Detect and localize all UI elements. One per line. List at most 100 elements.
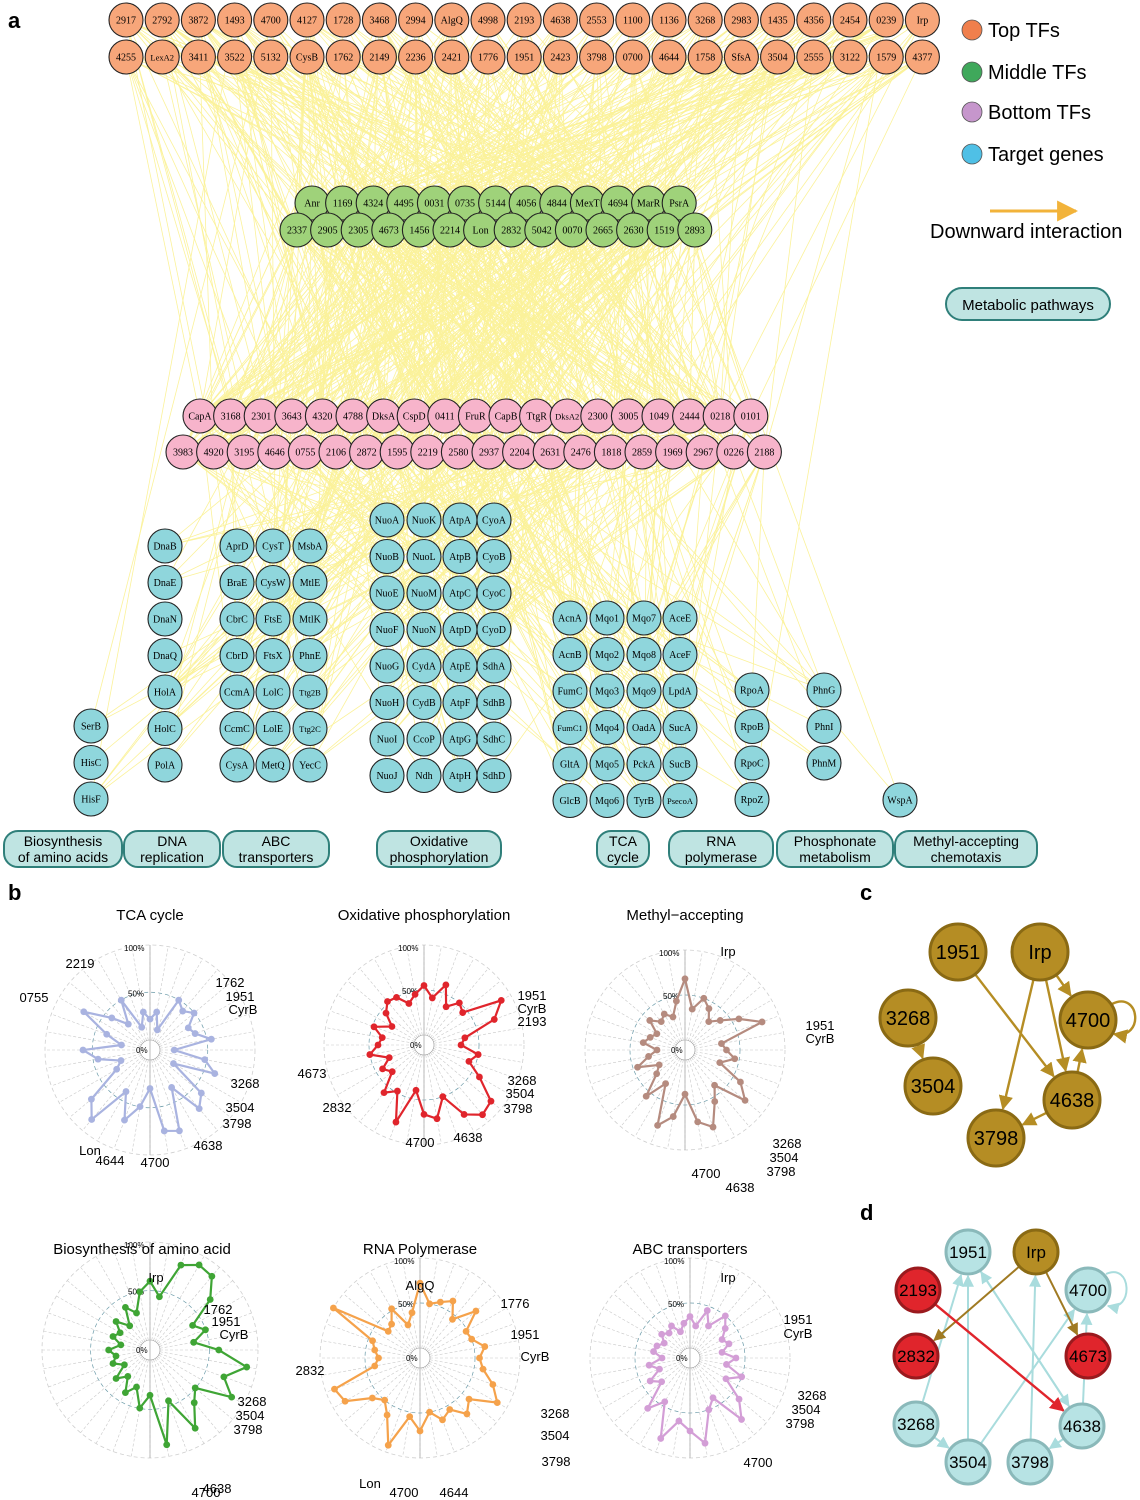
interaction-edge xyxy=(164,415,537,729)
top-tf-node: 1579 xyxy=(868,39,904,75)
graph-c-node: Irp xyxy=(1010,922,1070,982)
radar-spoke xyxy=(154,1058,203,1142)
radar-point xyxy=(243,1363,251,1371)
top-tf-node-label: 3872 xyxy=(188,16,208,27)
radar-spoke xyxy=(431,980,501,1039)
radar-spoke xyxy=(373,1053,420,1132)
bottom-tf-node: 2106 xyxy=(318,434,354,470)
radar-spoke xyxy=(639,1271,686,1350)
radar-point xyxy=(146,1391,154,1399)
graph-edge xyxy=(1048,1437,1065,1450)
radar-point xyxy=(461,1034,469,1042)
target-gene-node-label: MetQ xyxy=(261,761,285,772)
graph-edge xyxy=(979,1269,1070,1407)
graph-c-node-label: 4700 xyxy=(1066,1010,1111,1032)
radar-label: 4644 xyxy=(96,1153,125,1168)
radar-spoke xyxy=(433,1048,519,1080)
interaction-edge xyxy=(272,202,466,547)
radar-point xyxy=(723,1046,730,1054)
radar-label: 3504 xyxy=(506,1086,535,1101)
radar-spoke xyxy=(159,1351,257,1370)
interaction-edge xyxy=(272,56,815,656)
pathway-label-line1: ABC xyxy=(262,833,291,849)
radar-spoke xyxy=(424,1366,471,1445)
radar-label: 3268 xyxy=(773,1136,802,1151)
interaction-edge xyxy=(125,19,461,740)
radar-point xyxy=(705,1322,712,1330)
target-gene-node-label: PckA xyxy=(633,760,656,771)
radar-point xyxy=(124,1020,132,1028)
interaction-edge xyxy=(234,56,435,204)
target-gene-node-label: SucA xyxy=(669,723,692,734)
radar-point xyxy=(370,1023,378,1031)
radar-point xyxy=(725,1340,733,1348)
target-gene-node: CcmC xyxy=(219,710,255,747)
radar-point xyxy=(177,1261,185,1269)
target-gene-node: NuoG xyxy=(369,648,405,684)
target-gene-node: AtpC xyxy=(442,575,478,611)
target-gene-node-label: FumC1 xyxy=(557,723,583,733)
radar-point xyxy=(653,1030,661,1038)
bottom-tf-node: 4320 xyxy=(304,398,340,434)
radar-spoke xyxy=(425,1054,442,1144)
radar-point xyxy=(113,1065,121,1073)
radar-spoke xyxy=(159,1053,249,1087)
radar-point xyxy=(476,1073,483,1081)
target-gene-node-label: AtpD xyxy=(449,625,471,636)
target-gene-node-label: LolE xyxy=(263,724,283,735)
radar-point xyxy=(476,1354,483,1362)
top-tf-node: 1435 xyxy=(760,2,796,38)
target-gene-node: GltA xyxy=(552,746,588,782)
radar-spoke xyxy=(423,1367,455,1453)
bottom-tf-node-label: 3983 xyxy=(173,448,193,459)
radar-point xyxy=(211,1070,219,1077)
bottom-tf-node: 4920 xyxy=(196,434,232,470)
radar-spoke xyxy=(688,1059,720,1145)
radar-point xyxy=(121,1116,128,1124)
radar-point xyxy=(653,1342,661,1350)
radar-label: 1762 xyxy=(204,1302,233,1317)
radar-point xyxy=(426,1300,433,1308)
target-gene-node: Ndh xyxy=(406,757,442,794)
interaction-edge xyxy=(541,229,681,765)
radar-point xyxy=(206,1296,214,1303)
middle-tf-node: 2630 xyxy=(616,212,652,248)
legend-target-label: Target genes xyxy=(988,144,1104,166)
radar-point xyxy=(455,999,463,1007)
radar-point xyxy=(680,1319,688,1327)
bottom-tf-node-label: 3005 xyxy=(618,412,638,423)
radar-point xyxy=(668,1322,675,1330)
radar-point xyxy=(426,1408,433,1416)
top-tf-node: 4700 xyxy=(253,2,289,38)
radar-point xyxy=(371,1346,379,1354)
pathway-label-line1: Biosynthesis xyxy=(24,833,103,849)
bottom-tf-node: 2219 xyxy=(410,434,446,470)
target-gene-node: PhnE xyxy=(292,637,328,674)
radar-point xyxy=(490,1016,498,1023)
target-gene-node: PhnM xyxy=(806,745,842,781)
radar-spoke xyxy=(694,1271,741,1350)
interaction-edge xyxy=(234,56,367,453)
target-gene-node-label: PhnI xyxy=(815,722,834,733)
target-gene-node: AtpD xyxy=(442,611,478,648)
radar-point xyxy=(718,1040,725,1047)
radar-ring-label: 0% xyxy=(671,1046,683,1055)
bottom-tf-node-label: 2188 xyxy=(754,448,774,459)
radar-chart: ABC transporters100%50%0%Irp1951CyrB3268… xyxy=(589,1241,826,1470)
radar-spoke xyxy=(429,1361,515,1393)
interaction-edge xyxy=(270,56,374,204)
radar-point xyxy=(175,996,183,1004)
top-tf-node-label: 2423 xyxy=(550,53,570,64)
bottom-tf-node-label: 4646 xyxy=(265,448,285,459)
radar-spoke xyxy=(389,1054,421,1140)
target-gene-node-label: HisC xyxy=(81,758,102,769)
top-tf-node: 2423 xyxy=(542,39,578,75)
target-gene-node: SerB xyxy=(73,708,109,744)
target-gene-node: AcnA xyxy=(552,600,588,636)
middle-tf-node: 4495 xyxy=(386,185,422,221)
radar-spoke xyxy=(112,1248,147,1341)
target-gene-node-label: YecC xyxy=(299,761,321,772)
radar-point xyxy=(721,1325,729,1332)
top-tf-node-label: 1579 xyxy=(876,53,896,64)
